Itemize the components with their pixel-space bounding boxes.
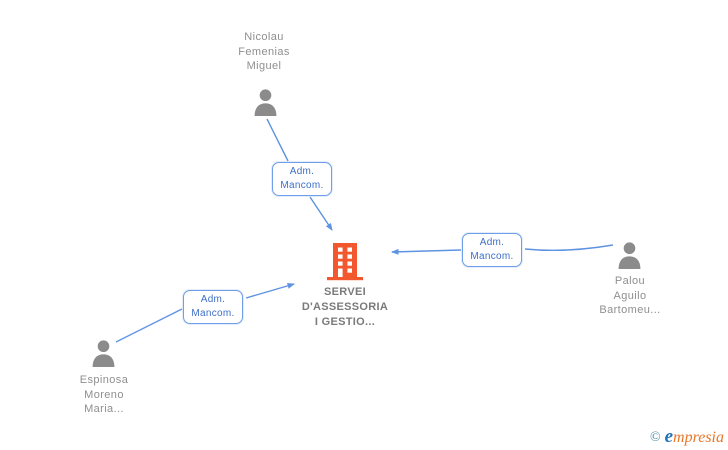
person-icon: [618, 242, 641, 269]
edge-right-seg1: [524, 244, 614, 252]
node-person-top[interactable]: [253, 89, 278, 121]
edge-label-left-adm-mancom[interactable]: Adm. Mancom.: [183, 290, 243, 324]
building-icon: [327, 243, 363, 281]
logo-text-rest: mpresia: [673, 429, 724, 446]
person-name-line: Palou: [614, 275, 646, 287]
person-name-line: Moreno: [84, 388, 124, 401]
person-name-line: Maria...: [84, 403, 124, 415]
node-person-right-label[interactable]: Palou Aguilo Bartomeu...: [565, 274, 695, 318]
person-name-line: Femenias: [238, 45, 290, 58]
copyright-icon: ©: [649, 430, 661, 445]
edge-left-seg2: [245, 282, 295, 299]
node-company[interactable]: [326, 242, 364, 286]
person-icon: [254, 89, 277, 116]
edge-top-seg2: [309, 196, 333, 231]
empresia-logo[interactable]: © empresia: [650, 426, 724, 448]
edge-label-line: Adm.: [479, 237, 505, 248]
node-person-left[interactable]: [91, 340, 116, 372]
edge-label-right-adm-mancom[interactable]: Adm. Mancom.: [462, 233, 522, 267]
company-name-line: SERVEI: [324, 286, 366, 298]
edge-label-line: Mancom.: [470, 251, 514, 262]
company-name-line: I GESTIO...: [314, 316, 376, 328]
node-person-top-label[interactable]: Nicolau Femenias Miguel: [199, 30, 329, 74]
person-name-line: Espinosa: [79, 374, 129, 386]
node-person-right[interactable]: [617, 242, 642, 274]
person-name-line: Aguilo: [613, 289, 647, 302]
edge-left-seg1: [115, 308, 183, 343]
company-name-line: D'ASSESSORIA: [301, 301, 389, 313]
logo-text-first: e: [664, 426, 674, 447]
node-company-label[interactable]: SERVEI D'ASSESSORIA I GESTIO...: [280, 285, 410, 330]
edge-label-line: Adm.: [289, 166, 315, 177]
edge-label-top-adm-mancom[interactable]: Adm. Mancom.: [272, 162, 332, 196]
person-name-line: Miguel: [246, 60, 282, 72]
edge-label-line: Adm.: [200, 294, 226, 305]
edge-right-seg2: [391, 248, 462, 255]
person-icon: [92, 340, 115, 367]
edge-top-seg1: [266, 118, 289, 162]
person-name-line: Bartomeu...: [599, 304, 661, 316]
edge-label-line: Mancom.: [191, 308, 235, 319]
edge-label-line: Mancom.: [280, 180, 324, 191]
node-person-left-label[interactable]: Espinosa Moreno Maria...: [39, 373, 169, 417]
person-name-line: Nicolau: [244, 31, 284, 43]
